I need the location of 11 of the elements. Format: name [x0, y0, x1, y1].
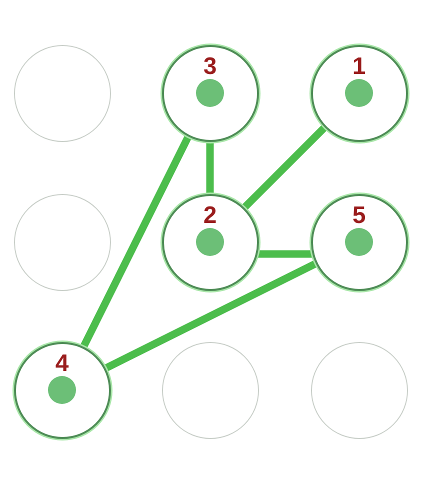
step-number: 2	[203, 204, 217, 228]
pattern-circle	[162, 194, 258, 290]
step-number: 4	[55, 352, 69, 376]
step-number: 5	[352, 204, 366, 228]
connector-line	[80, 134, 192, 348]
step-number: 3	[203, 54, 217, 78]
connector-line	[257, 250, 312, 258]
step-number: 1	[352, 54, 366, 78]
connector-line	[104, 260, 318, 372]
connector-line	[242, 124, 328, 210]
connector-line	[206, 142, 214, 194]
